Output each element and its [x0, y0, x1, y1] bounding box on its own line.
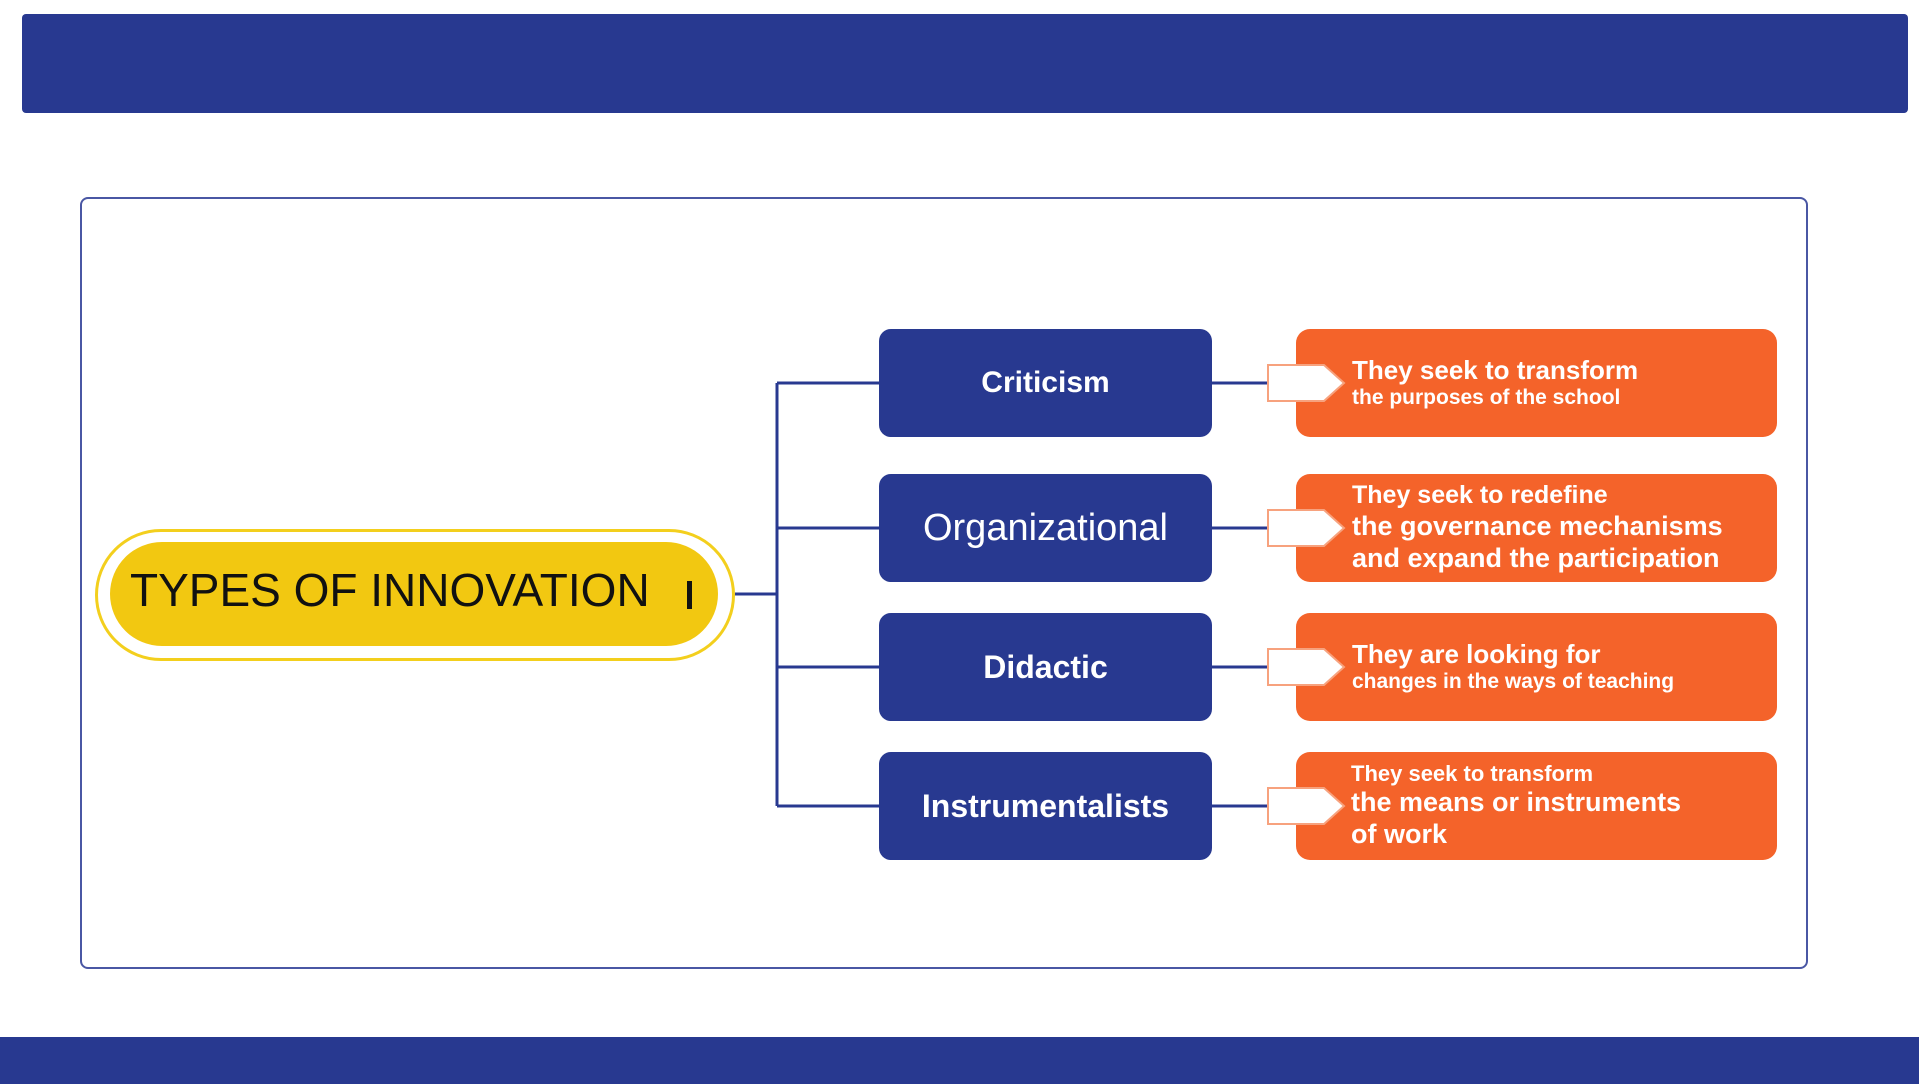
type-node-label: Criticism [981, 366, 1110, 399]
description-line: of work [1351, 818, 1448, 849]
root-node-label: TYPES OF INNOVATION [130, 564, 650, 616]
type-node-didactic: Didactic [879, 613, 1212, 721]
description-line: They are looking for [1352, 639, 1601, 670]
arrow-connector-icon [1267, 364, 1346, 402]
description-line: They seek to redefine [1352, 481, 1608, 510]
arrow-connector-icon [1267, 787, 1346, 825]
text-cursor-mark [687, 581, 692, 609]
description-line: the means or instruments [1351, 787, 1682, 818]
description-node-didactic: They are looking for changes in the ways… [1296, 613, 1777, 721]
description-line: and expand the participation [1352, 542, 1720, 573]
arrow-connector-icon [1267, 509, 1346, 547]
type-node-label: Instrumentalists [921, 787, 1170, 824]
type-node-organizational: Organizational [879, 474, 1212, 582]
description-line: changes in the ways of teaching [1352, 669, 1675, 693]
type-node-label: Organizational [922, 506, 1169, 549]
description-line: the purposes of the school [1352, 385, 1621, 409]
footer-bar [0, 1037, 1919, 1084]
description-line: They seek to transform [1351, 761, 1594, 787]
arrow-connector-icon [1267, 648, 1346, 686]
description-line: They seek to transform [1352, 355, 1639, 386]
root-node [110, 542, 718, 646]
type-node-criticism: Criticism [879, 329, 1212, 437]
header-bar [22, 14, 1908, 113]
description-node-organizational: They seek to redefine the governance mec… [1296, 474, 1777, 582]
description-node-criticism: They seek to transform the purposes of t… [1296, 329, 1777, 437]
type-node-label: Didactic [983, 648, 1108, 685]
type-node-instrumentalists: Instrumentalists [879, 752, 1212, 860]
description-line: the governance mechanisms [1352, 510, 1723, 541]
description-node-instrumentalists: They seek to transform the means or inst… [1296, 752, 1777, 860]
